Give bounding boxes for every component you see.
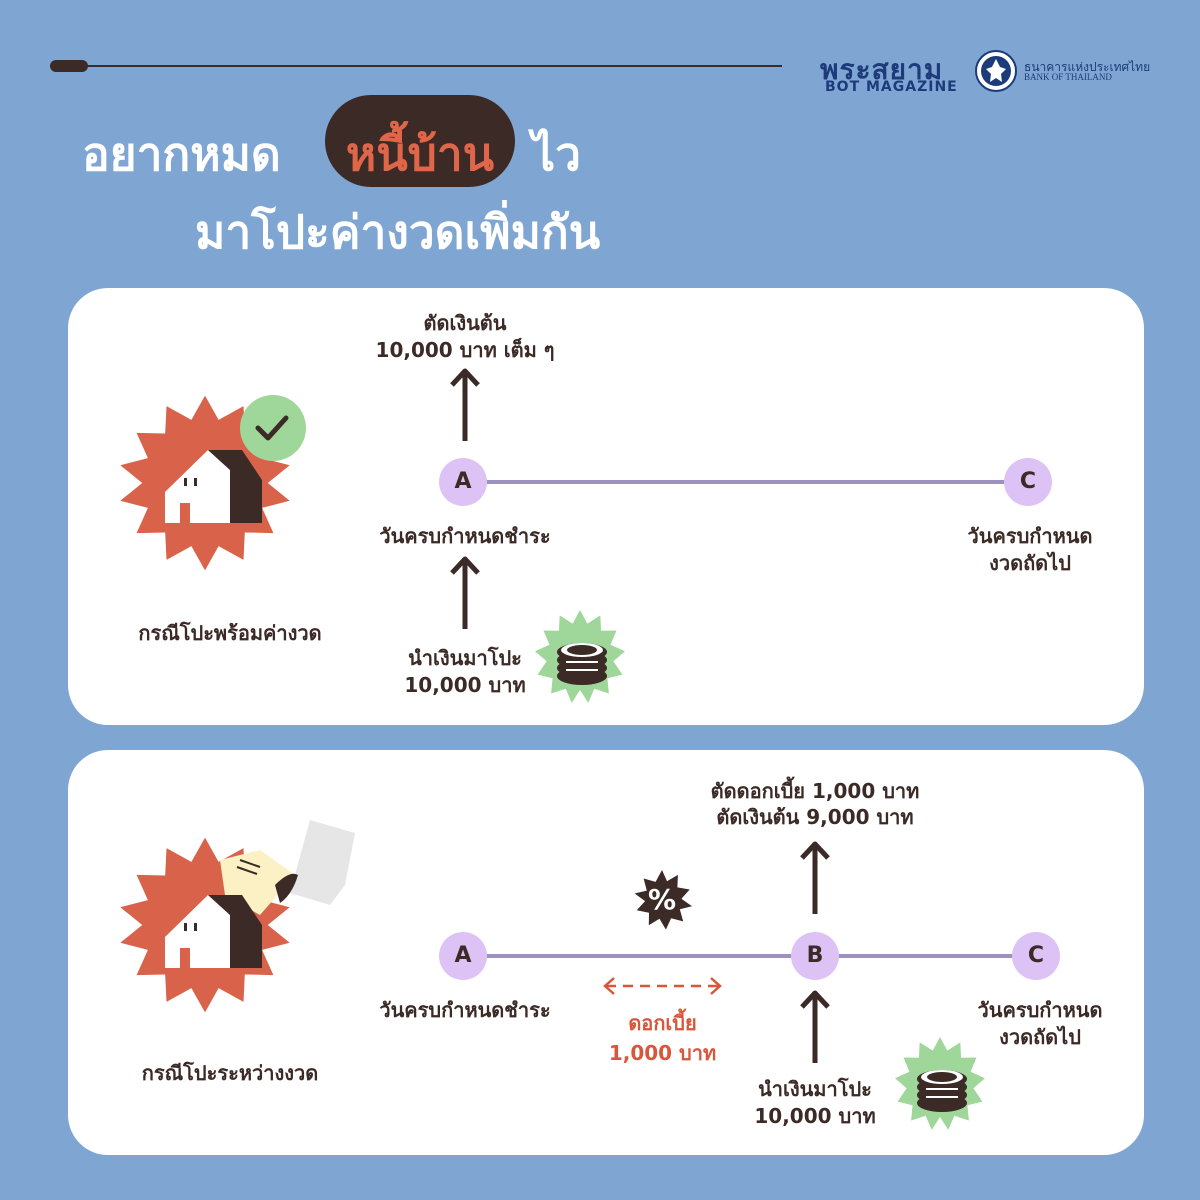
case1-pay-2: 10,000 บาท — [404, 673, 526, 697]
bank-seal-icon — [975, 50, 1017, 92]
case2-timeline — [486, 954, 1016, 958]
case1-pay-1: นำเงินมาโปะ — [408, 646, 522, 670]
title-highlight: หนี้บ้าน — [345, 127, 495, 181]
title-line2: มาโปะค่างวดเพิ่มกัน — [195, 205, 601, 259]
interest-label-1: ดอกเบี้ย — [628, 1011, 697, 1035]
case1-c-label-1: วันครบกำหนด — [967, 524, 1093, 548]
case2-node-a: A — [439, 932, 487, 980]
title-line1-start: อยากหมด — [82, 127, 281, 181]
case1-up-arrow-top-icon — [450, 368, 480, 441]
house-badge-icon — [120, 395, 306, 571]
case1-timeline — [486, 480, 1006, 484]
percent-badge-icon — [634, 870, 692, 930]
header-divider — [50, 65, 782, 67]
case1-a-label: วันครบกำหนดชำระ — [379, 524, 551, 548]
title-line1-end: ไว — [532, 127, 581, 181]
interest-label-2: 1,000 บาท — [608, 1041, 717, 1065]
case2-node-c: C — [1012, 932, 1060, 980]
case1-coins-icon — [535, 610, 625, 703]
title-highlight-pill — [325, 95, 515, 187]
case2-top-note-2: ตัดเงินต้น 9,000 บาท — [716, 805, 914, 829]
case1-c-label-2: งวดถัดไป — [989, 551, 1071, 575]
case1-node-c: C — [1004, 458, 1052, 506]
case2-c-label-2: งวดถัดไป — [999, 1025, 1081, 1049]
brand-sub: BOT MAGAZINE — [825, 79, 958, 95]
interest-span-arrow-icon — [603, 977, 722, 995]
header-bar-accent — [50, 60, 88, 72]
case2-pay-2: 10,000 บาท — [754, 1104, 876, 1128]
case2-name: กรณีโปะระหว่างงวด — [141, 1061, 319, 1085]
case1-node-a: A — [439, 458, 487, 506]
case1-name: กรณีโปะพร้อมค่างวด — [138, 621, 322, 645]
case2-node-b: B — [791, 932, 839, 980]
case2-a-label: วันครบกำหนดชำระ — [379, 998, 551, 1022]
case2-up-arrow-bottom-icon — [800, 990, 830, 1063]
case2-top-note-1: ตัดดอกเบี้ย 1,000 บาท — [710, 779, 920, 803]
case1-top-note-2: 10,000 บาท เต็ม ๆ — [375, 338, 555, 362]
bank-name-en: BANK OF THAILAND — [1024, 72, 1112, 82]
case2-c-label-1: วันครบกำหนด — [977, 998, 1103, 1022]
bank-name-th: ธนาคารแห่งประเทศไทย — [1024, 60, 1151, 74]
case1-top-note-1: ตัดเงินต้น — [423, 311, 507, 335]
case2-up-arrow-top-icon — [800, 841, 830, 914]
case2-coins-icon — [895, 1037, 985, 1130]
percent-label: % — [647, 883, 677, 916]
case1-up-arrow-bottom-icon — [450, 556, 480, 629]
brand-name: พระสยาม — [820, 53, 944, 86]
case2-pay-1: นำเงินมาโปะ — [758, 1077, 872, 1101]
house-bill-badge-icon — [120, 820, 355, 1013]
